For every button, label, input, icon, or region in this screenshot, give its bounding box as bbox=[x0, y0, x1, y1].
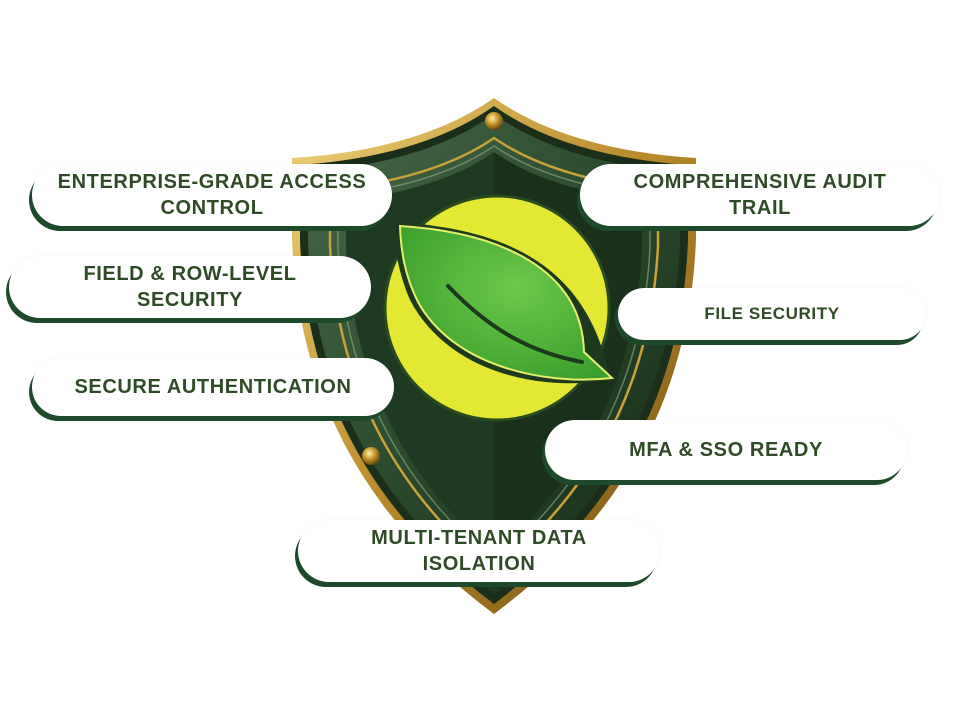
feature-label: ENTERPRISE-GRADE ACCESS bbox=[57, 171, 367, 193]
feature-pill-mfa-sso: MFA & SSO READY bbox=[545, 420, 907, 480]
feature-label: SECURE AUTHENTICATION bbox=[74, 376, 352, 398]
feature-label: CONTROL bbox=[160, 197, 264, 219]
feature-label: FIELD & ROW-LEVEL bbox=[83, 263, 297, 285]
feature-label: SECURITY bbox=[137, 289, 243, 311]
feature-pill-enterprise-access: ENTERPRISE-GRADE ACCESS CONTROL bbox=[32, 164, 392, 226]
feature-pill-file-security: FILE SECURITY bbox=[618, 288, 926, 340]
feature-pill-field-row-security: FIELD & ROW-LEVEL SECURITY bbox=[9, 256, 371, 318]
feature-label: TRAIL bbox=[729, 197, 791, 219]
feature-label: FILE SECURITY bbox=[704, 304, 840, 323]
feature-label: ISOLATION bbox=[422, 553, 536, 575]
feature-label: MULTI-TENANT DATA bbox=[371, 527, 587, 549]
feature-pill-multi-tenant: MULTI-TENANT DATA ISOLATION bbox=[298, 520, 660, 582]
feature-pill-audit-trail: COMPREHENSIVE AUDIT TRAIL bbox=[580, 164, 940, 226]
feature-pill-secure-auth: SECURE AUTHENTICATION bbox=[32, 358, 394, 416]
feature-label: COMPREHENSIVE AUDIT bbox=[633, 171, 887, 193]
feature-label: MFA & SSO READY bbox=[629, 439, 823, 461]
